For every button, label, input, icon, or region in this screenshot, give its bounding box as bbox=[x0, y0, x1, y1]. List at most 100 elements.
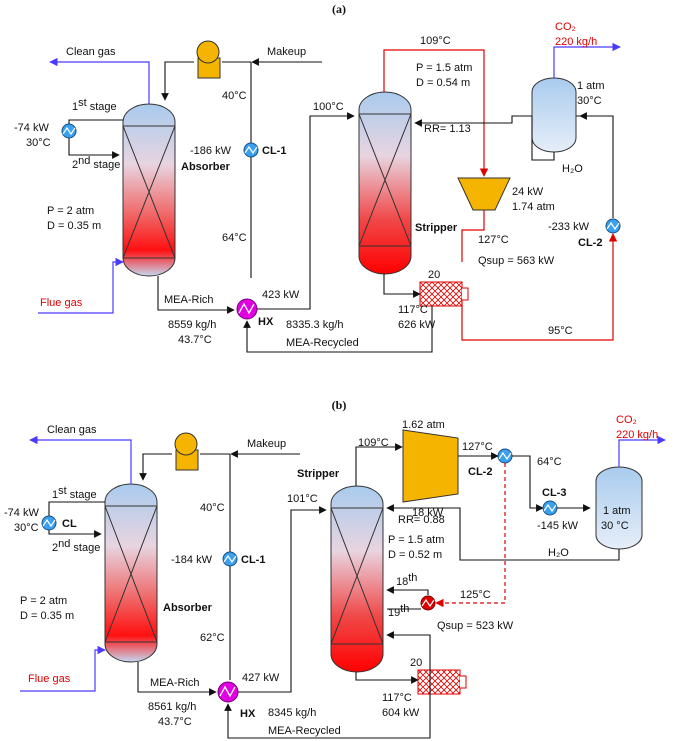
hx-flow-a: 8559 kg/h bbox=[168, 319, 216, 331]
cl1-kw-b: -184 kW bbox=[171, 554, 213, 566]
cl1-cooler-icon-b bbox=[222, 551, 238, 567]
compressor-pressure-b: 1.62 atm bbox=[402, 419, 445, 431]
cl1-label-a: CL-1 bbox=[262, 145, 286, 157]
stripper-diameter-a: D = 0.54 m bbox=[416, 77, 470, 89]
intercooler-loop-a bbox=[68, 119, 123, 159]
stage2-label-b: 2nd stage bbox=[52, 538, 100, 554]
temp-40-a: 40°C bbox=[222, 90, 247, 102]
panel-a-label: (a) bbox=[332, 2, 346, 16]
stage1-label-a: 1st stage bbox=[72, 97, 117, 113]
temp-127-a: 127°C bbox=[478, 234, 509, 246]
reboiler-temp-a: 117°C bbox=[398, 304, 428, 316]
cl2-cooler-icon-a bbox=[605, 218, 621, 234]
co2-product-a bbox=[553, 42, 621, 78]
overhead-vapor-a bbox=[383, 49, 489, 177]
reboiler-icon-b bbox=[417, 669, 461, 695]
absorber-label-b: Absorber bbox=[163, 602, 213, 614]
temp-125-b: 125°C bbox=[460, 589, 491, 601]
flash-pressure-b: 1 atm bbox=[603, 505, 631, 517]
hx-kw-a: 423 kW bbox=[262, 289, 300, 301]
h2o-label-b: H₂O bbox=[548, 547, 569, 559]
clean-gas-stream-b bbox=[29, 435, 132, 484]
stripper-pressure-a: P = 1.5 atm bbox=[416, 62, 472, 74]
cl3-label-b: CL-3 bbox=[542, 487, 566, 499]
reboiler-stage-a: 20 bbox=[428, 269, 440, 281]
temp-64-a: 64°C bbox=[222, 232, 247, 244]
pump-icon-b bbox=[174, 432, 199, 471]
temp-62-b: 62°C bbox=[200, 632, 225, 644]
lean-feed-a bbox=[161, 61, 194, 101]
makeup-label-b: Makeup bbox=[247, 438, 286, 450]
co2-flow-b: 220 kg/h bbox=[616, 429, 658, 441]
panel-a: (a) Absorber P = 2 atm D = 0.35 m Clean … bbox=[14, 2, 621, 353]
qsup-a: Qsup = 563 kW bbox=[478, 255, 555, 267]
stripper-top-temp-a: 109°C bbox=[420, 35, 451, 47]
stage1-label-b: 1st stage bbox=[52, 485, 97, 501]
mea-recycled-label-b: MEA-Recycled bbox=[268, 725, 341, 737]
intercooler-icon-a bbox=[61, 123, 77, 139]
cl2-to-flash-a bbox=[579, 112, 614, 218]
mea-recycled-stream-b bbox=[224, 694, 431, 739]
stripper-column-b bbox=[330, 485, 384, 673]
mea-rich-label-b: MEA-Rich bbox=[150, 677, 200, 689]
flash-drum-a bbox=[531, 77, 577, 153]
absorber-label-a: Absorber bbox=[181, 161, 231, 173]
panel-b: (b) Absorber P = 2 atm D = 0.35 m Clean … bbox=[4, 398, 666, 739]
reboiler-kw-b: 604 kW bbox=[382, 707, 420, 719]
stripper-label-a: Stripper bbox=[415, 222, 458, 234]
lean-feed-b bbox=[139, 453, 172, 481]
qsup-b: Qsup = 523 kW bbox=[437, 620, 514, 632]
flue-gas-label-a: Flue gas bbox=[40, 297, 83, 309]
cl1-cooler-icon-a bbox=[243, 142, 259, 158]
feed-temp-a: 100°C bbox=[313, 101, 344, 113]
stripper-bottoms-b bbox=[355, 672, 419, 684]
reboiler-icon-a bbox=[419, 281, 463, 307]
mea-rich-label-a: MEA-Rich bbox=[164, 294, 214, 306]
mea-rich-stream-a bbox=[157, 276, 235, 314]
compressor-kw-a: 24 kW bbox=[512, 186, 544, 198]
flash-temp-a: 30°C bbox=[577, 95, 602, 107]
recycle-flow-a: 8335.3 kg/h bbox=[286, 319, 344, 331]
stripper-diameter-b: D = 0.52 m bbox=[388, 549, 442, 561]
flash-pressure-a: 1 atm bbox=[577, 80, 605, 92]
hx-icon-a bbox=[236, 298, 258, 320]
hx-temp-b: 43.7°C bbox=[158, 716, 192, 728]
clean-gas-label-b: Clean gas bbox=[47, 424, 97, 436]
flash-temp-b: 30 °C bbox=[601, 520, 629, 532]
cl1-kw-a: -186 kW bbox=[190, 145, 232, 157]
absorber-diameter-b: D = 0.35 m bbox=[20, 610, 74, 622]
absorber-column-a bbox=[122, 103, 176, 277]
stripper-top-temp-b: 109°C bbox=[358, 437, 389, 449]
intercooler-temp-a: 30°C bbox=[26, 137, 51, 149]
temp-127-b: 127°C bbox=[462, 441, 493, 453]
stage18-label-b: 18th bbox=[396, 572, 417, 588]
compressor-icon-a bbox=[457, 177, 511, 211]
stripper-pressure-b: P = 1.5 atm bbox=[388, 534, 444, 546]
stage19-label-b: 19th bbox=[388, 603, 409, 619]
stripper-column-a bbox=[358, 91, 412, 275]
compressor-out-a bbox=[461, 210, 485, 262]
co2-flow-a: 220 kg/h bbox=[555, 36, 597, 48]
mea-recycled-label-a: MEA-Recycled bbox=[286, 337, 359, 349]
absorber-column-b bbox=[104, 483, 158, 663]
cl1-label-b: CL-1 bbox=[241, 554, 265, 566]
flue-gas-label-b: Flue gas bbox=[28, 673, 71, 685]
flue-gas-stream-b bbox=[20, 645, 106, 692]
flash-bottom-a bbox=[531, 116, 555, 161]
reboiler-stage-b: 20 bbox=[410, 657, 422, 669]
feed-temp-b: 101°C bbox=[287, 493, 318, 505]
side-heater-icon-b bbox=[420, 595, 436, 611]
intercooler-temp-b: 30°C bbox=[14, 522, 39, 534]
temp-40-b: 40°C bbox=[200, 502, 225, 514]
absorber-pressure-a: P = 2 atm bbox=[47, 205, 94, 217]
intercooler-icon-b bbox=[41, 515, 57, 531]
reflux-ratio-a: RR= 1.13 bbox=[424, 123, 471, 135]
mea-recycled-stream-a bbox=[243, 306, 433, 353]
mea-rich-stream-b bbox=[137, 662, 217, 696]
stage18-return-b bbox=[386, 586, 429, 595]
compressor-pressure-a: 1.74 atm bbox=[512, 201, 555, 213]
cl2-label-b: CL-2 bbox=[468, 466, 492, 478]
compressor-kw-b: 18 kW bbox=[412, 507, 444, 519]
temp-64-b: 64°C bbox=[537, 456, 562, 468]
